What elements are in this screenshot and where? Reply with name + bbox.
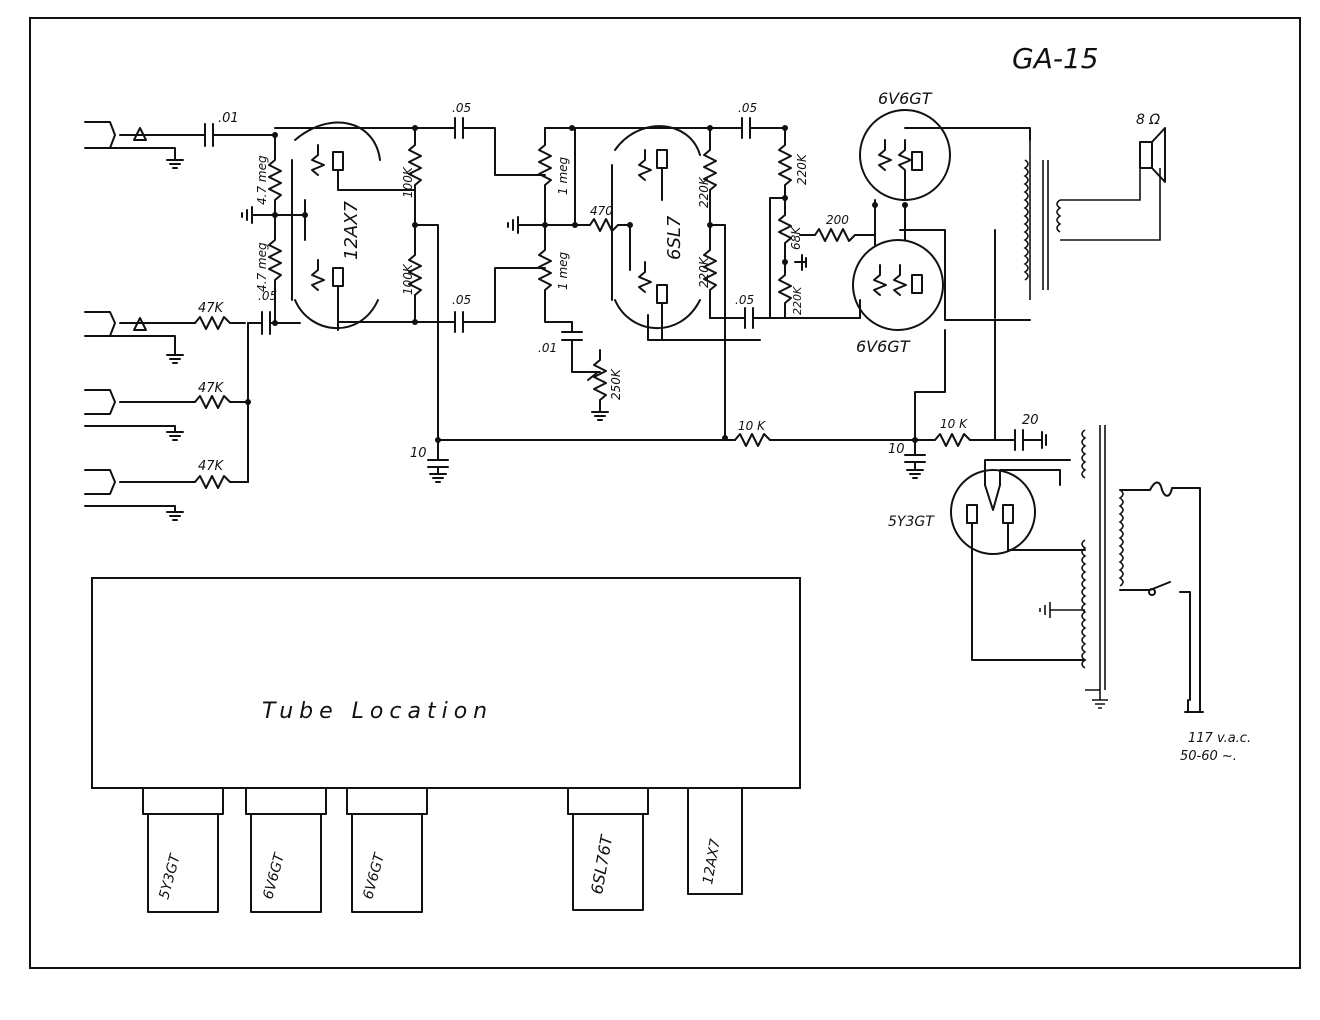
label-470: 470 [590, 204, 613, 218]
layout-tube-1 [142, 787, 224, 913]
diagram-title: GA-15 [1012, 42, 1099, 75]
label-100k-b: 100K [401, 263, 415, 295]
layout-tube-5 [687, 787, 743, 895]
resistor-10k-a [734, 433, 916, 447]
input-jack-3 [84, 389, 196, 441]
resistor-4-7meg-a [268, 134, 282, 216]
cap-01-tone [561, 321, 601, 373]
label-mains: 117 v.a.c. [1188, 731, 1251, 746]
layout-tube-label-5: 12AX7 [700, 838, 724, 886]
label-47k-1: 47K [198, 301, 225, 316]
pot-1meg-b [538, 224, 573, 323]
label-5y3gt: 5Y3GT [888, 514, 935, 530]
label-6v6gt-lower: 6V6GT [856, 337, 911, 356]
label-220k-c: 220K [795, 153, 809, 185]
cap-20 [1014, 429, 1047, 451]
resistor-220k-b [703, 224, 717, 319]
tube-6sl7 [611, 125, 761, 341]
label-mains-freq: 50-60 ~. [1180, 749, 1237, 764]
resistor-470 [574, 218, 631, 232]
cap-05-c [707, 117, 786, 139]
resistor-47k-1 [194, 316, 246, 330]
cap-01-input [204, 123, 276, 147]
pot-250k [587, 349, 609, 421]
label-6sl7: 6SL7 [664, 215, 685, 260]
label-47k-3: 47K [198, 459, 225, 474]
layout-tube-2 [245, 787, 327, 913]
label-cap-05-b: .05 [452, 293, 471, 307]
input-jack-2 [84, 311, 196, 364]
layout-tube-3 [346, 787, 428, 913]
power-transformer [1039, 425, 1124, 709]
sheet-border [29, 17, 1301, 969]
layout-tube-label-2: 6V6GT [260, 850, 288, 901]
resistor-220k-d [778, 254, 807, 319]
tube-12ax7 [291, 121, 416, 331]
label-250k: 250K [609, 368, 623, 400]
tube-6v6gt-lower [852, 204, 1031, 331]
label-1meg-b: 1 meg [556, 251, 570, 290]
resistor-220k-a [703, 127, 717, 226]
cap-10-a [427, 439, 449, 483]
resistor-220k-c [778, 127, 792, 199]
resistor-100k-b [408, 224, 422, 323]
label-cap-05-a: .05 [452, 101, 471, 115]
cap-10-b [904, 439, 926, 479]
label-cap-05-input: .05 [258, 289, 277, 303]
input-jack-1 [84, 121, 206, 169]
label-1meg-a: 1 meg [556, 156, 570, 195]
label-200: 200 [826, 213, 849, 227]
label-220k-b: 220K [697, 256, 711, 288]
label-47k-2: 47K [198, 381, 225, 396]
label-cap-20: 20 [1022, 413, 1039, 428]
label-10k-a: 10 K [738, 419, 766, 433]
resistor-4-7meg-b [268, 214, 282, 324]
tube-location-label: Tube Location [262, 699, 493, 724]
label-cap-01: .01 [218, 111, 239, 126]
label-speaker: 8 Ω [1136, 112, 1160, 128]
label-cap-10-a: 10 [410, 446, 427, 461]
tube-5y3gt [950, 459, 1086, 661]
resistor-47k-2 [194, 395, 249, 409]
input-jack-4 [84, 469, 196, 521]
cap-05-b [454, 267, 546, 333]
resistor-200 [799, 204, 876, 242]
layout-tube-label-4: 6SL76T [587, 833, 616, 896]
label-100k-a: 100K [401, 166, 415, 198]
label-6v6gt-upper: 6V6GT [878, 89, 933, 108]
label-68k: 68K [789, 226, 803, 250]
cap-05-a [454, 117, 546, 176]
layout-tube-label-3: 6V6GT [360, 850, 388, 901]
output-transformer [1023, 140, 1161, 300]
label-cap-01-tone: .01 [538, 341, 557, 355]
label-4-7meg-a: 4.7 meg [255, 155, 269, 205]
label-220k-d: 220K [791, 286, 804, 315]
layout-tube-4 [567, 787, 649, 911]
label-cap-10-b: 10 [888, 442, 905, 457]
resistor-100k-a [408, 127, 422, 226]
label-cap-05-c: .05 [738, 101, 757, 115]
tube-6v6gt-upper [859, 109, 1031, 246]
mains-wiring [1119, 481, 1204, 713]
cap-05-d [744, 307, 786, 329]
label-cap-05-d: .05 [735, 293, 754, 307]
label-10k-b: 10 K [940, 417, 968, 431]
label-12ax7: 12AX7 [341, 200, 362, 260]
tube-location-panel [91, 577, 801, 789]
label-4-7meg-b: 4.7 meg [255, 242, 269, 292]
ground-mid-bias [241, 206, 306, 224]
cap-05-input [247, 311, 301, 335]
resistor-10k-b [914, 433, 1016, 447]
layout-tube-label-1: 5Y3GT [156, 851, 184, 901]
label-220k-a: 220K [697, 176, 711, 208]
speaker-icon [1139, 127, 1166, 183]
